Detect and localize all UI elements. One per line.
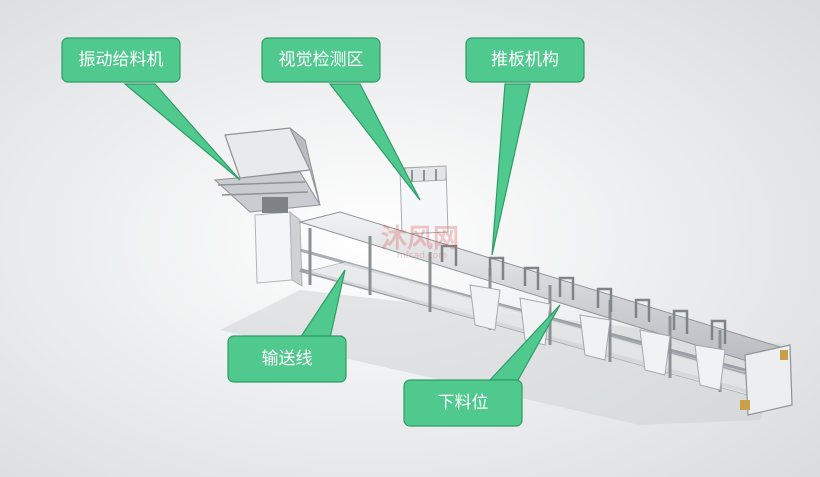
watermark-url: mfcad.com <box>397 251 447 261</box>
callout-pusher <box>465 37 585 256</box>
callout-conveyor <box>227 269 347 383</box>
callout-feeder <box>61 37 241 181</box>
unload-chutes <box>469 284 726 391</box>
callout-unload <box>403 304 561 427</box>
callout-label-conveyor: 输送线 <box>261 348 313 369</box>
callout-label-feeder: 振动给料机 <box>78 49 164 70</box>
watermark-logo: 沐风网 <box>381 224 459 254</box>
floor-shadow <box>220 290 790 425</box>
vibratory-feeder <box>213 127 321 287</box>
vision-hood <box>399 165 449 235</box>
callout-label-unload: 下料位 <box>437 392 489 413</box>
pusher-brackets <box>440 244 727 344</box>
callout-vision <box>261 37 421 201</box>
callout-label-vision: 视觉检测区 <box>278 49 364 70</box>
callout-label-pusher: 推板机构 <box>491 49 559 70</box>
